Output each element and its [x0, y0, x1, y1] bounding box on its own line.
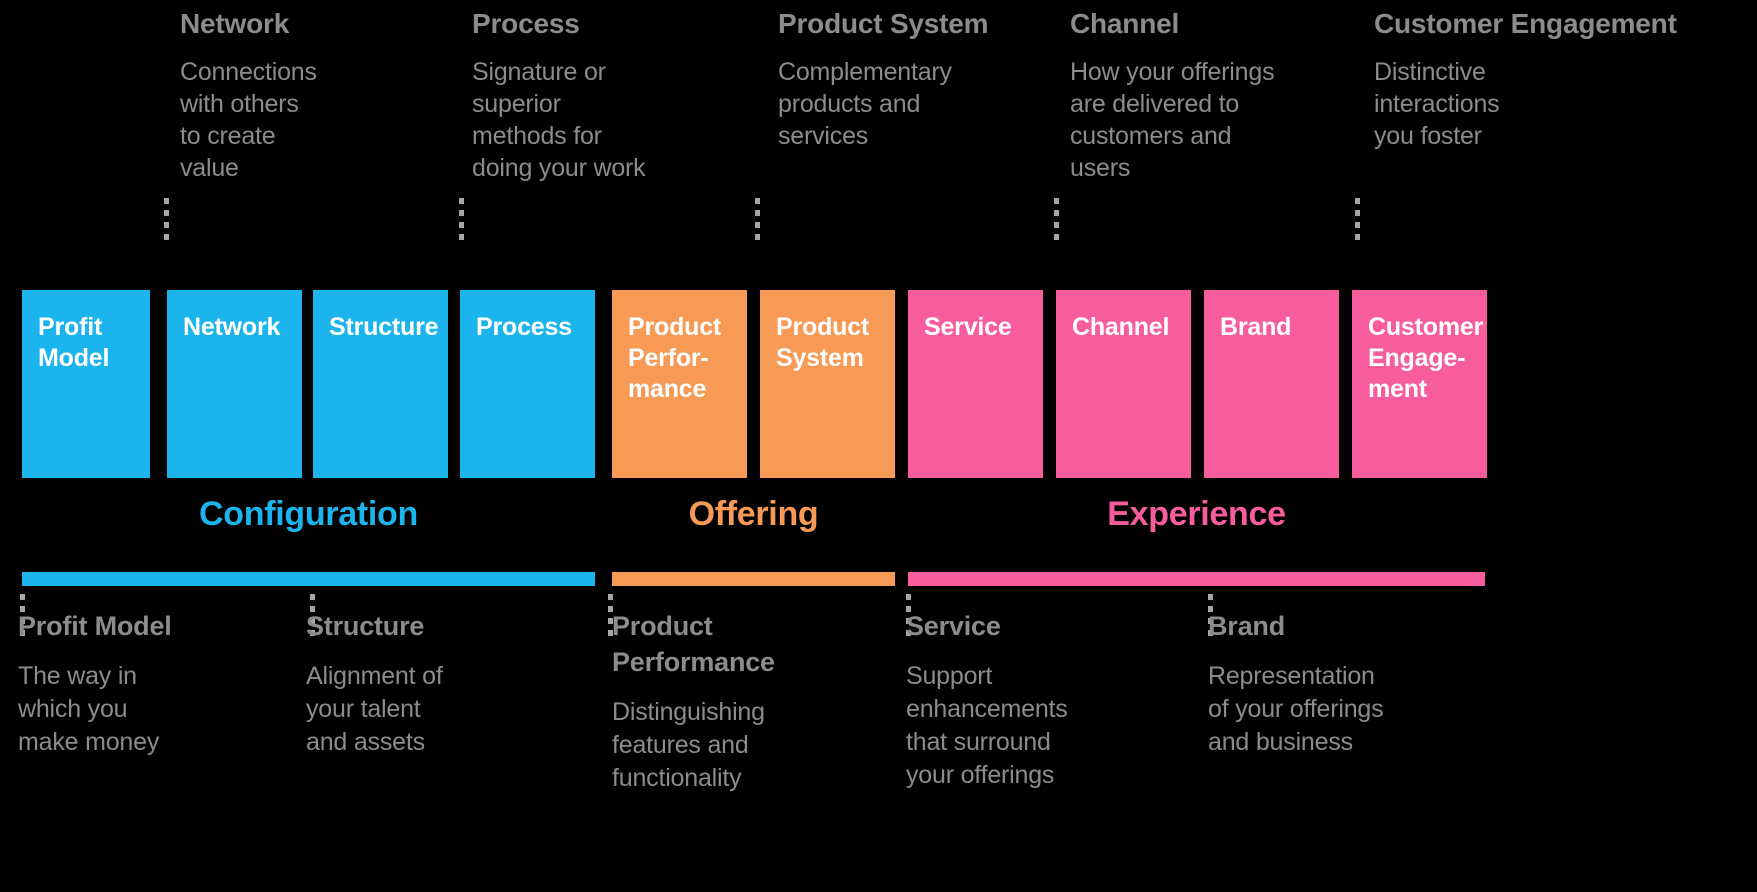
top-callout-description: Signature or superior methods for doing …	[472, 58, 646, 182]
top-callout-title: Customer Engagement	[1374, 8, 1677, 39]
innovation-box-profit-model[interactable]: Profit Model	[22, 290, 150, 478]
category-bar-configuration	[22, 572, 595, 586]
connector-dashed-line-bottom-profit-model	[20, 594, 25, 642]
top-callout-channel: Channel How your offerings are delivered…	[1070, 6, 1370, 184]
bottom-callout-description: The way in which you make money	[18, 662, 160, 756]
category-label-experience: Experience	[1107, 495, 1286, 533]
category-label-configuration: Configuration	[199, 495, 418, 533]
top-callout-description: Complementary products and services	[778, 58, 952, 150]
top-callout-description: Distinctive interactions you foster	[1374, 58, 1500, 150]
top-callout-description: How your offerings are delivered to cust…	[1070, 58, 1275, 182]
top-callout-process: Process Signature or superior methods fo…	[472, 6, 747, 184]
bottom-callout-title: Service	[906, 611, 1001, 641]
innovation-box-product-performance[interactable]: Product Perfor- mance	[612, 290, 747, 478]
top-callout-title: Channel	[1070, 8, 1180, 39]
bottom-callout-description: Distinguishing features and functionalit…	[612, 698, 765, 792]
connector-dashed-line-top-product-system	[755, 198, 760, 246]
bottom-callout-title: Profit Model	[18, 611, 172, 641]
innovation-box-product-system[interactable]: Product System	[760, 290, 895, 478]
innovation-box-structure[interactable]: Structure	[313, 290, 448, 478]
connector-dashed-line-top-customer-engagement	[1355, 198, 1360, 246]
connector-dashed-line-bottom-service	[906, 594, 911, 642]
innovation-box-network[interactable]: Network	[167, 290, 302, 478]
connector-dashed-line-top-process	[459, 198, 464, 246]
bottom-callout-service: Service Support enhancements that surrou…	[906, 608, 1191, 792]
top-callout-title: Product System	[778, 8, 989, 39]
category-bar-experience	[908, 572, 1485, 586]
top-callout-description: Connections with others to create value	[180, 58, 317, 182]
bottom-callout-brand: Brand Representation of your offerings a…	[1208, 608, 1508, 759]
top-callout-title: Network	[180, 8, 290, 39]
bottom-callout-product-performance: Product Performance Distinguishing featu…	[612, 608, 897, 795]
bottom-callout-title: Brand	[1208, 611, 1286, 641]
top-callout-product-system: Product System Complementary products an…	[778, 6, 1058, 152]
bottom-callout-profit-model: Profit Model The way in which you make m…	[18, 608, 288, 759]
bottom-callout-title: Structure	[306, 611, 425, 641]
category-label-offering: Offering	[688, 495, 819, 533]
connector-dashed-line-top-channel	[1054, 198, 1059, 246]
bottom-callout-title: Product Performance	[612, 611, 775, 677]
bottom-callout-description: Representation of your offerings and bus…	[1208, 662, 1384, 756]
innovation-box-brand[interactable]: Brand	[1204, 290, 1339, 478]
innovation-box-process[interactable]: Process	[460, 290, 595, 478]
category-bar-offering	[612, 572, 895, 586]
top-callout-customer-engagement: Customer Engagement Distinctive interact…	[1374, 6, 1684, 152]
connector-dashed-line-top-network	[164, 198, 169, 246]
connector-dashed-line-bottom-brand	[1208, 594, 1213, 642]
innovation-box-customer-engagement[interactable]: Customer Engage- ment	[1352, 290, 1487, 478]
innovation-box-service[interactable]: Service	[908, 290, 1043, 478]
bottom-callout-structure: Structure Alignment of your talent and a…	[306, 608, 576, 759]
top-callout-title: Process	[472, 8, 580, 39]
bottom-callout-description: Support enhancements that surround your …	[906, 662, 1068, 789]
innovation-box-channel[interactable]: Channel	[1056, 290, 1191, 478]
connector-dashed-line-bottom-product-performance	[608, 594, 613, 642]
bottom-callout-description: Alignment of your talent and assets	[306, 662, 443, 756]
connector-dashed-line-bottom-structure	[310, 594, 315, 642]
top-callout-network: Network Connections with others to creat…	[180, 6, 450, 184]
